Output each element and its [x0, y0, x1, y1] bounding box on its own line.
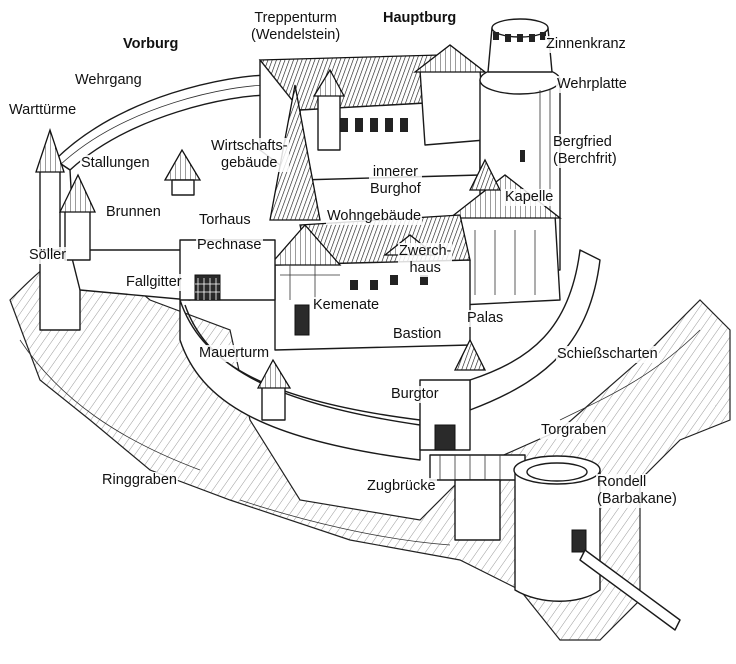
label-zwerchhaus: Zwerch- haus — [398, 243, 453, 277]
label-brunnen: Brunnen — [105, 204, 162, 221]
label-torgraben: Torgraben — [540, 422, 608, 439]
label-vorburg: Vorburg — [122, 36, 180, 53]
label-soeller: Söller — [28, 247, 68, 264]
label-wehrgang: Wehrgang — [74, 72, 143, 89]
label-kapelle: Kapelle — [504, 189, 555, 206]
well — [163, 148, 202, 196]
label-wirtschaftsgebaeude: Wirtschafts- gebäude — [210, 138, 289, 172]
label-schiessscharten: Schießscharten — [556, 346, 659, 363]
label-torhaus: Torhaus — [198, 212, 252, 229]
label-mauerturm: Mauerturm — [198, 345, 271, 362]
label-bergfried: Bergfried (Berchfrit) — [552, 134, 618, 168]
label-innerer-burghof: innerer Burghof — [369, 164, 422, 198]
label-zugbruecke: Zugbrücke — [366, 478, 437, 495]
label-palas: Palas — [466, 310, 505, 327]
label-wohngebaeude: Wohngebäude — [326, 208, 423, 225]
label-burgtor: Burgtor — [390, 386, 440, 403]
label-fallgitter: Fallgitter — [125, 274, 183, 291]
label-hauptburg: Hauptburg — [382, 10, 458, 27]
label-wehrplatte: Wehrplatte — [556, 76, 628, 93]
label-zinnenkranz: Zinnenkranz — [545, 36, 627, 53]
main-castle — [258, 44, 487, 221]
gatehouse — [179, 239, 276, 301]
label-ringgraben: Ringgraben — [101, 472, 178, 489]
label-stallungen: Stallungen — [80, 155, 151, 172]
label-pechnase: Pechnase — [196, 237, 263, 254]
chapel-and-palas — [448, 158, 562, 306]
label-kemenate: Kemenate — [312, 297, 381, 314]
label-rondell: Rondell (Barbakane) — [596, 474, 678, 508]
label-bastion: Bastion — [392, 326, 443, 343]
label-warttuerme: Warttürme — [8, 102, 78, 119]
watch-towers — [35, 127, 292, 421]
label-treppenturm: Treppenturm (Wendelstein) — [250, 10, 342, 44]
